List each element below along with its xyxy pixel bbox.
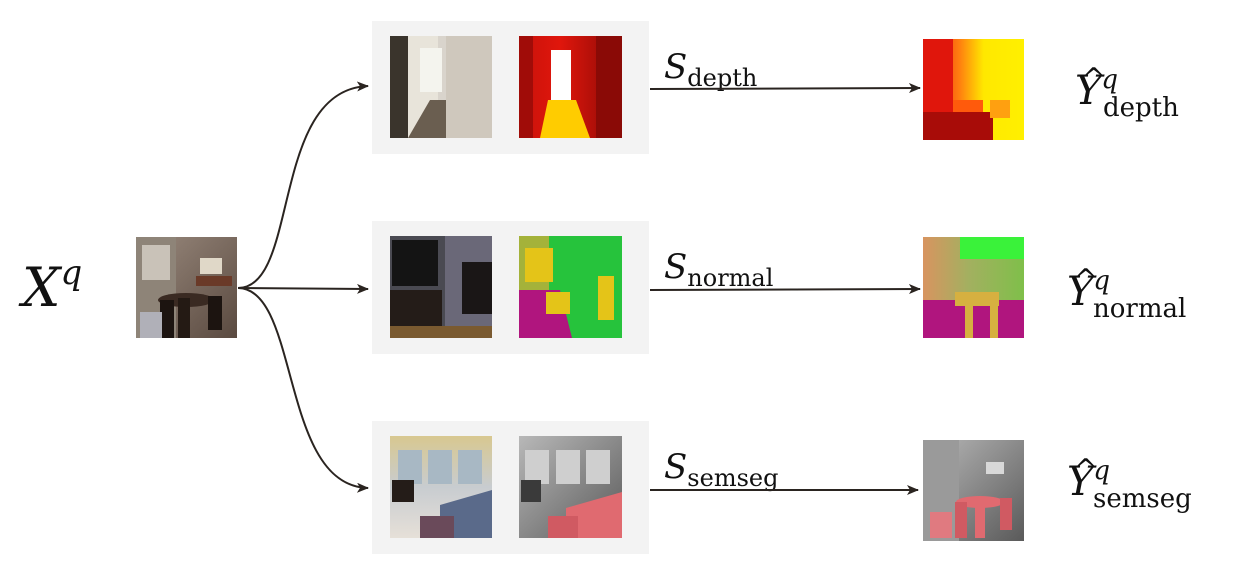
support-image-normal bbox=[390, 236, 492, 338]
support-label-depth bbox=[519, 36, 622, 138]
arrow-depth-out bbox=[649, 83, 921, 94]
support-image-semseg bbox=[390, 436, 492, 538]
arrow-normal-out bbox=[649, 284, 921, 295]
svg-text:^: ^ bbox=[1074, 453, 1097, 486]
input-image bbox=[136, 237, 237, 338]
support-image-depth bbox=[390, 36, 492, 138]
arrow-to-normal bbox=[237, 283, 369, 294]
arrow-to-depth bbox=[237, 81, 369, 289]
output-image-normal bbox=[923, 237, 1024, 338]
svg-text:^: ^ bbox=[1082, 62, 1105, 95]
arrow-to-semseg bbox=[237, 287, 369, 493]
operator-label-semseg: Ssemseg bbox=[664, 447, 778, 492]
svg-text:^: ^ bbox=[1074, 263, 1097, 296]
support-label-normal bbox=[519, 236, 622, 338]
input-arrows bbox=[237, 81, 369, 493]
operator-label-normal: Snormal bbox=[664, 247, 773, 292]
operator-label-depth: Sdepth bbox=[664, 47, 757, 92]
output-image-depth bbox=[923, 39, 1024, 140]
support-label-semseg bbox=[519, 436, 622, 538]
input-label: Xq bbox=[18, 253, 82, 319]
output-image-semseg bbox=[923, 440, 1024, 541]
